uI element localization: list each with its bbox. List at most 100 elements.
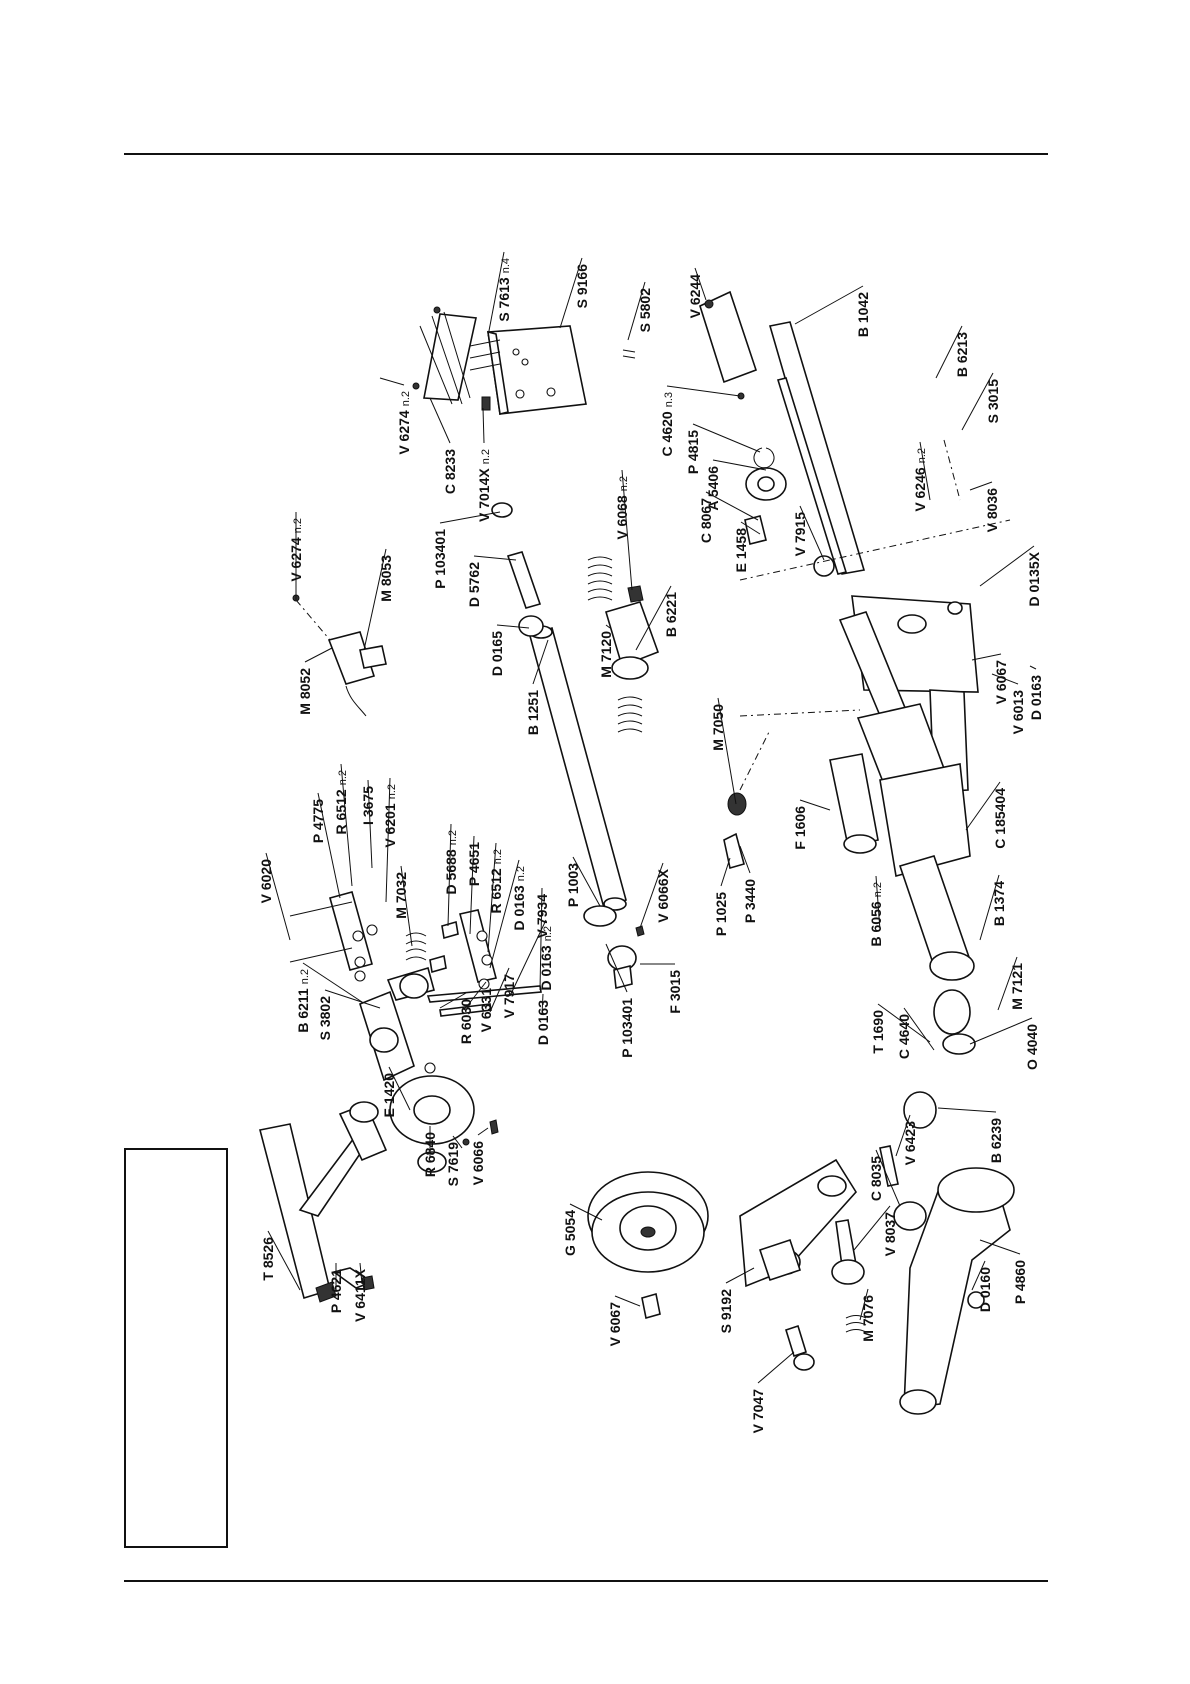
- part-label: S 7613 n.4: [496, 258, 512, 322]
- part-label: P 103401: [432, 529, 448, 589]
- leader-line: [853, 1205, 891, 1251]
- part-label: P 3440: [742, 879, 758, 923]
- part-quantity: n.2: [480, 449, 492, 464]
- part-label: V 7934: [534, 894, 550, 939]
- part-quantity: n.2: [299, 969, 311, 984]
- part-code: V 6331: [478, 988, 494, 1033]
- part-code: V 6201: [382, 803, 398, 848]
- part-label: D 0165: [489, 631, 505, 676]
- leader-line: [340, 763, 353, 887]
- part-code: M 7032: [393, 872, 409, 919]
- rail-drawing: [699, 290, 866, 575]
- part-code: D 0163: [538, 945, 554, 990]
- part-code: M 8053: [378, 555, 394, 602]
- part-code: P 3440: [742, 879, 758, 923]
- part-label: V 6246n.2: [912, 448, 928, 512]
- part-label: V 6068n.2: [614, 476, 630, 540]
- leader-line: [875, 1149, 901, 1207]
- part-code: O 4040: [1024, 1024, 1040, 1070]
- part-code: D 5762: [466, 562, 482, 607]
- spring-drawing: [587, 556, 643, 733]
- part-quantity: n.4: [500, 258, 512, 273]
- part-label: S 5802: [637, 288, 653, 333]
- leader-line: [720, 857, 731, 887]
- part-code: P 1003: [565, 863, 581, 907]
- part-label: D 0163n.2: [538, 926, 554, 990]
- part-label: V 6013: [1010, 690, 1026, 735]
- leader-line: [919, 441, 931, 501]
- leader-line: [757, 1351, 795, 1384]
- leader-line: [740, 521, 761, 535]
- part-code: D 0163: [511, 885, 527, 930]
- part-label: M 7050: [710, 704, 726, 751]
- leader-line: [639, 862, 664, 929]
- part-label: T 8526: [260, 1237, 276, 1281]
- leader-line: [739, 845, 751, 874]
- part-label: B 6221: [663, 592, 679, 637]
- leader-line: [717, 697, 737, 805]
- part-code: M 7120: [598, 631, 614, 678]
- leader-line: [799, 505, 825, 561]
- leader-line: [694, 267, 707, 301]
- part-label: M 8053: [378, 555, 394, 602]
- leader-line: [489, 859, 520, 969]
- part-code: D 0165: [489, 631, 505, 676]
- leader-line: [559, 257, 583, 329]
- part-label: F 1606: [792, 806, 808, 850]
- leader-line: [997, 956, 1018, 1011]
- leader-line: [429, 397, 451, 444]
- leader-line: [705, 491, 759, 521]
- part-label: D 0163: [535, 1000, 551, 1045]
- part-label: P 4621: [328, 1269, 344, 1313]
- part-label: C 8035: [868, 1156, 884, 1201]
- leader-line: [317, 792, 341, 899]
- leader-line: [614, 1295, 641, 1307]
- leader-line: [265, 852, 291, 941]
- part-label: F 3015: [667, 970, 683, 1014]
- part-code: V 6244: [687, 274, 703, 319]
- part-code: V 6246: [912, 467, 928, 512]
- part-code: P 4775: [310, 799, 326, 843]
- leader-line: [532, 639, 549, 685]
- part-code: P 4651: [466, 842, 482, 886]
- part-label: D 0163n.2: [511, 866, 527, 930]
- part-code: A 5406: [705, 466, 721, 511]
- leader-line: [473, 555, 517, 561]
- part-quantity: n.2: [492, 849, 504, 864]
- part-label: D 5762: [466, 562, 482, 607]
- part-code: B 6213: [954, 332, 970, 377]
- leader-line: [969, 481, 993, 491]
- leader-line: [539, 887, 543, 991]
- part-code: C 8035: [868, 1156, 884, 1201]
- part-code: M 7076: [860, 1295, 876, 1342]
- part-label: S 9166: [574, 264, 590, 309]
- leader-lines: [265, 251, 1037, 1384]
- part-drawings: [259, 290, 1015, 1415]
- leader-line: [794, 285, 864, 325]
- part-code: V 7915: [792, 512, 808, 557]
- part-label: R 6512n.2: [333, 770, 349, 834]
- part-label: V 7047: [750, 1389, 766, 1434]
- part-code: S 7613: [496, 277, 512, 322]
- part-code: E 1458: [733, 528, 749, 573]
- part-code: V 8037: [882, 1212, 898, 1257]
- part-code: V 7014X: [476, 468, 492, 522]
- leader-line: [452, 1135, 463, 1149]
- leader-line: [903, 1007, 935, 1051]
- leader-line: [400, 865, 413, 947]
- part-label: V 6274n.2: [288, 518, 304, 582]
- part-label: P 4815: [685, 430, 701, 474]
- leader-line: [961, 372, 994, 431]
- part-label: M 7120: [598, 631, 614, 678]
- part-label: V 6066X: [655, 868, 671, 922]
- leader-line: [979, 874, 1000, 941]
- leader-line: [487, 842, 497, 953]
- part-label: P 4860: [1012, 1260, 1028, 1304]
- part-label: C 4640: [896, 1014, 912, 1059]
- part-label: C 8233: [442, 449, 458, 494]
- part-code: V 6013: [1010, 690, 1026, 735]
- part-label: B 1374: [991, 881, 1007, 926]
- leader-line: [447, 823, 452, 927]
